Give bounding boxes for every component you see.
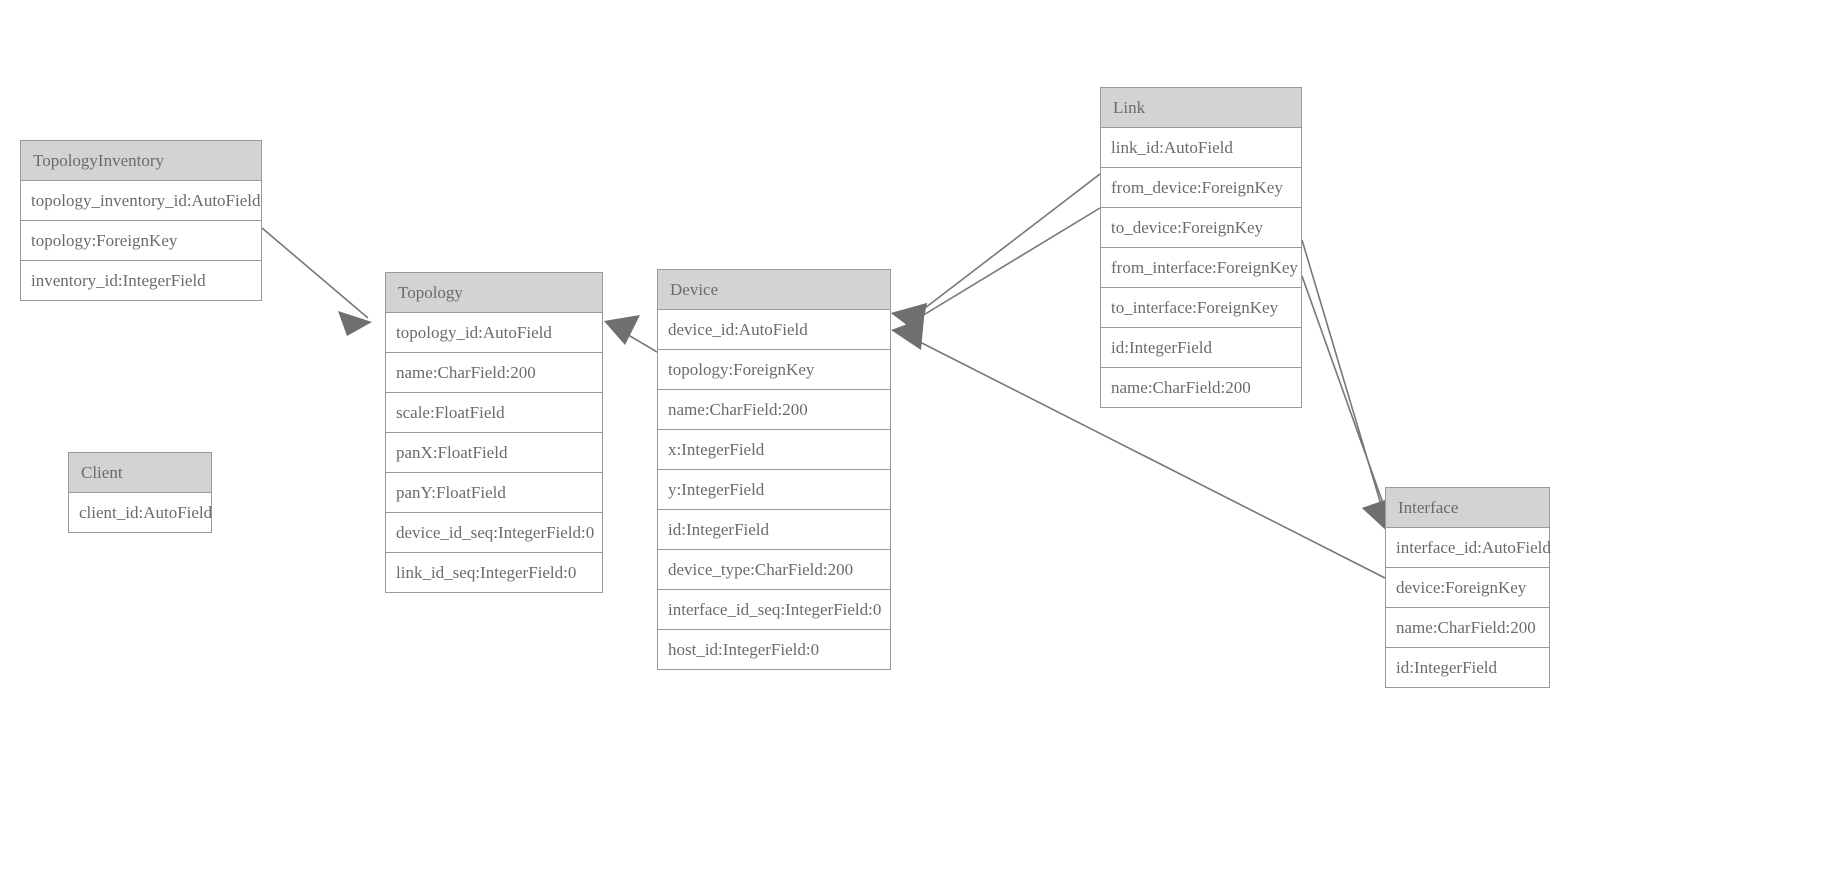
field-link-to-device[interactable]: to_device:ForeignKey	[1101, 208, 1301, 248]
field-link-id[interactable]: link_id:AutoField	[1101, 128, 1301, 168]
field-interface-name[interactable]: name:CharField:200	[1386, 608, 1549, 648]
entity-title-topology-inventory: TopologyInventory	[21, 141, 261, 181]
entity-title-device: Device	[658, 270, 890, 310]
field-topology-scale[interactable]: scale:FloatField	[386, 393, 602, 433]
field-topology-id[interactable]: topology_id:AutoField	[386, 313, 602, 353]
entity-title-interface: Interface	[1386, 488, 1549, 528]
entity-title-link: Link	[1101, 88, 1301, 128]
entity-client[interactable]: Client client_id:AutoField	[68, 452, 212, 533]
field-device-interface-id-seq[interactable]: interface_id_seq:IntegerField:0	[658, 590, 890, 630]
edge-topologyinventory-topology	[261, 227, 372, 336]
entity-device[interactable]: Device device_id:AutoField topology:Fore…	[657, 269, 891, 670]
field-device-topology[interactable]: topology:ForeignKey	[658, 350, 890, 390]
field-device-y[interactable]: y:IntegerField	[658, 470, 890, 510]
field-device-name[interactable]: name:CharField:200	[658, 390, 890, 430]
entity-title-topology: Topology	[386, 273, 602, 313]
entity-link[interactable]: Link link_id:AutoField from_device:Forei…	[1100, 87, 1302, 408]
field-topology-inventory-id[interactable]: topology_inventory_id:AutoField	[21, 181, 261, 221]
entity-topology-inventory[interactable]: TopologyInventory topology_inventory_id:…	[20, 140, 262, 301]
edge-link-from-device	[891, 173, 1101, 335]
entity-interface[interactable]: Interface interface_id:AutoField device:…	[1385, 487, 1551, 688]
field-topology-device-id-seq[interactable]: device_id_seq:IntegerField:0	[386, 513, 602, 553]
field-topology-link-id-seq[interactable]: link_id_seq:IntegerField:0	[386, 553, 602, 592]
field-link-to-interface[interactable]: to_interface:ForeignKey	[1101, 288, 1301, 328]
field-device-x[interactable]: x:IntegerField	[658, 430, 890, 470]
edge-device-topology	[604, 315, 658, 353]
entity-title-client: Client	[69, 453, 211, 493]
field-interface-id-integer[interactable]: id:IntegerField	[1386, 648, 1549, 687]
field-topology-panx[interactable]: panX:FloatField	[386, 433, 602, 473]
entity-topology[interactable]: Topology topology_id:AutoField name:Char…	[385, 272, 603, 593]
field-device-host-id[interactable]: host_id:IntegerField:0	[658, 630, 890, 669]
field-topology-pany[interactable]: panY:FloatField	[386, 473, 602, 513]
field-interface-id[interactable]: interface_id:AutoField	[1386, 528, 1551, 568]
field-topology-inventory-inventory-id[interactable]: inventory_id:IntegerField	[21, 261, 261, 300]
field-device-id[interactable]: device_id:AutoField	[658, 310, 890, 350]
field-link-name[interactable]: name:CharField:200	[1101, 368, 1301, 407]
field-topology-name[interactable]: name:CharField:200	[386, 353, 602, 393]
field-link-id-integer[interactable]: id:IntegerField	[1101, 328, 1301, 368]
edge-link-from-interface	[1301, 239, 1391, 532]
edge-link-to-interface	[1301, 275, 1391, 532]
field-client-id[interactable]: client_id:AutoField	[69, 493, 212, 532]
field-link-from-interface[interactable]: from_interface:ForeignKey	[1101, 248, 1301, 288]
field-topology-inventory-topology[interactable]: topology:ForeignKey	[21, 221, 261, 261]
field-device-device-type[interactable]: device_type:CharField:200	[658, 550, 890, 590]
edge-link-to-device	[891, 207, 1101, 335]
field-device-id-integer[interactable]: id:IntegerField	[658, 510, 890, 550]
field-interface-device[interactable]: device:ForeignKey	[1386, 568, 1549, 608]
field-link-from-device[interactable]: from_device:ForeignKey	[1101, 168, 1301, 208]
